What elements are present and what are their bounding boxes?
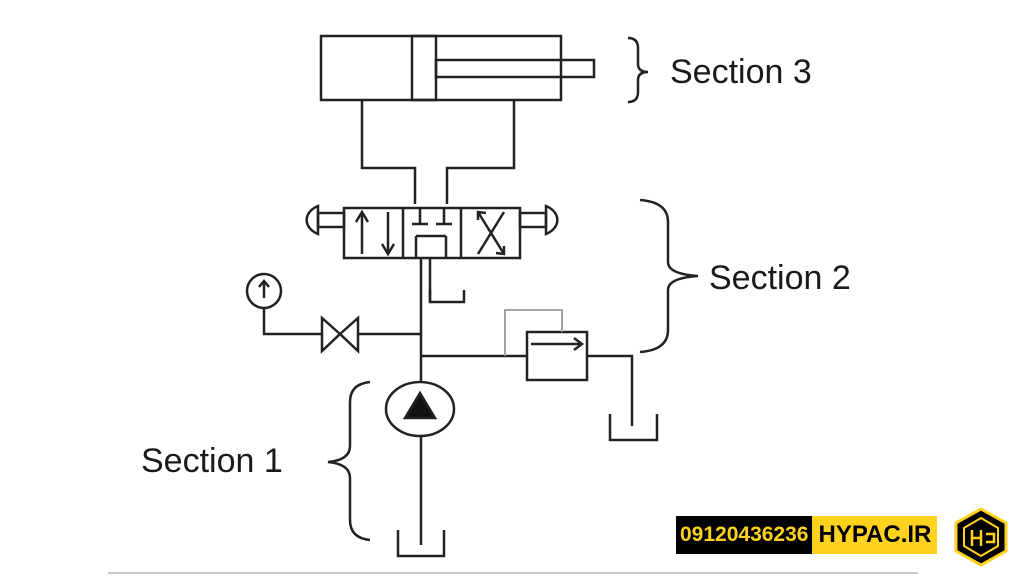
watermark-brand: HYPAC.IR <box>812 516 938 554</box>
hypac-logo-icon <box>954 507 1008 567</box>
section3-bracket <box>627 36 649 104</box>
pump-suction-tank <box>396 530 446 558</box>
section3-label: Section 3 <box>670 53 812 91</box>
watermark-phone: 09120436236 <box>676 516 813 554</box>
watermark-badge: 09120436236 HYPAC.IR <box>676 516 938 554</box>
section2-bracket <box>639 198 699 354</box>
section2-label: Section 2 <box>709 259 851 297</box>
relief-valve <box>421 309 634 426</box>
hydraulic-pump <box>384 380 456 545</box>
pressure-gauge <box>245 272 322 336</box>
valve-return-tank <box>428 258 466 304</box>
section1-bracket <box>327 380 371 542</box>
shutoff-valve <box>320 315 421 354</box>
hydraulic-cylinder <box>319 34 596 204</box>
relief-tank <box>608 414 659 442</box>
directional-control-valve <box>305 204 559 260</box>
section1-label: Section 1 <box>141 442 283 480</box>
